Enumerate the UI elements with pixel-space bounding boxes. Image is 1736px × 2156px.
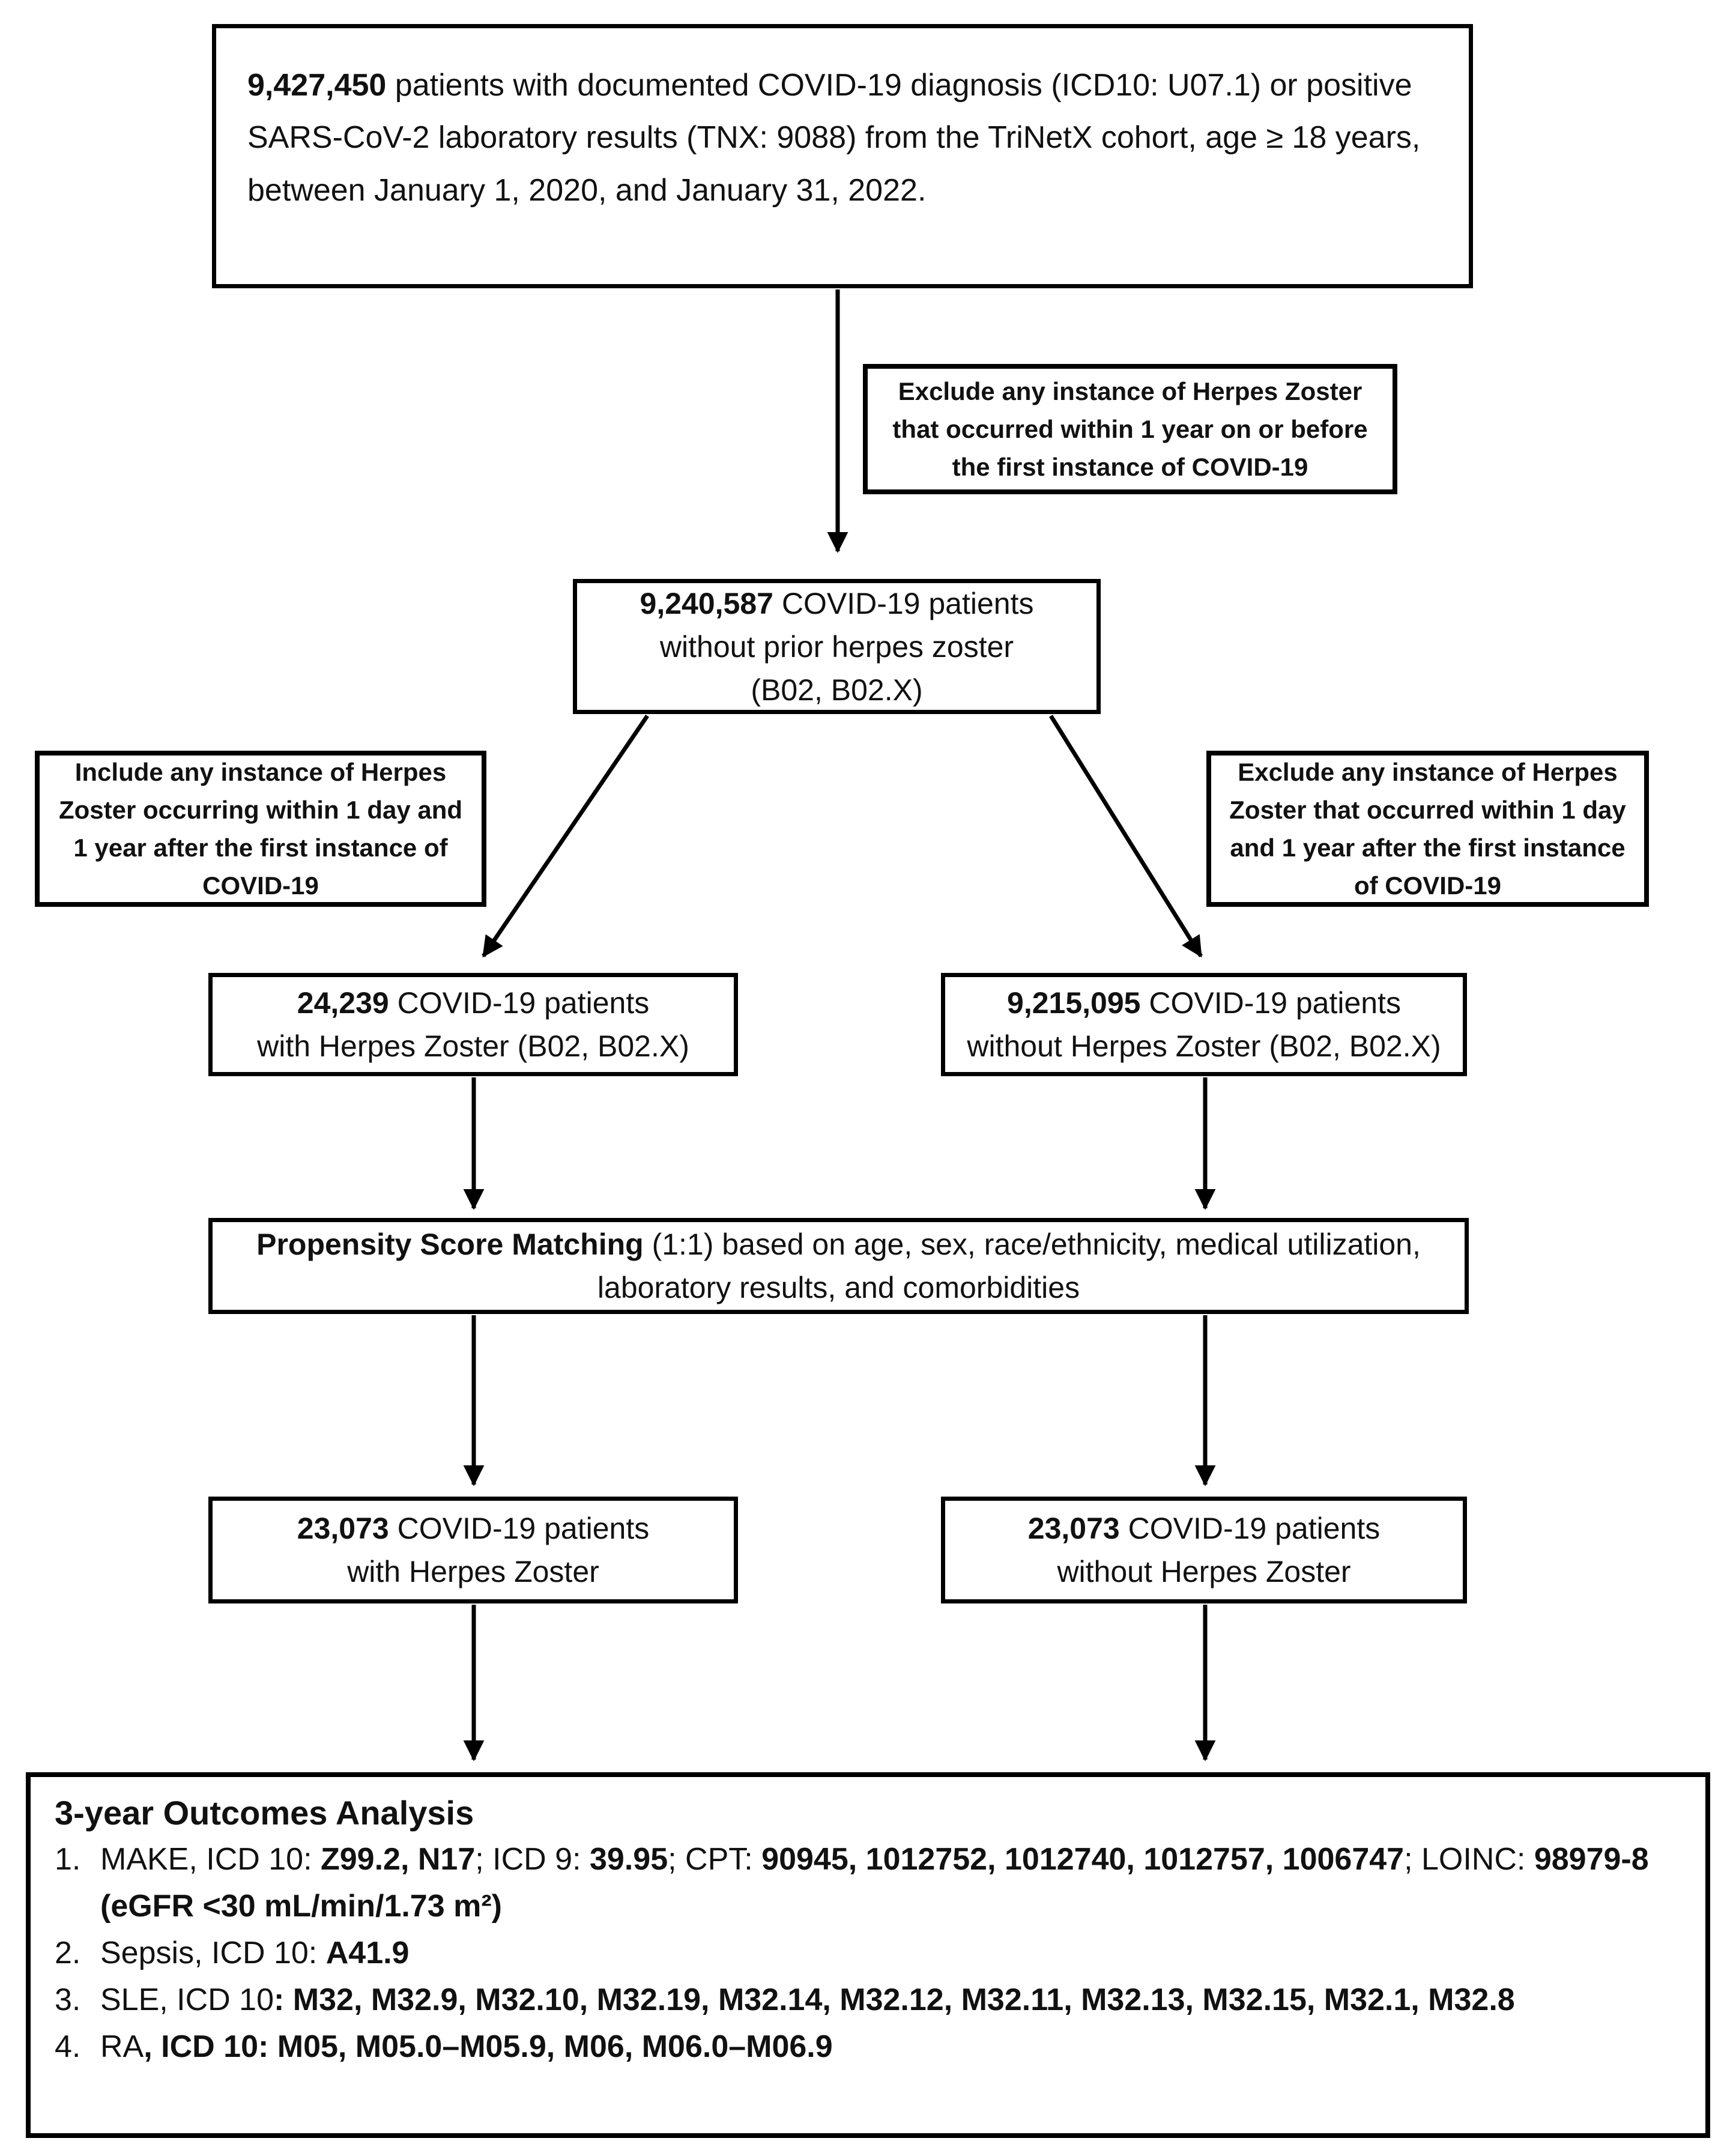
hz-count: 24,239 xyxy=(297,986,389,1020)
no-hz-cohort-box: 9,215,095 COVID-19 patients without Herp… xyxy=(941,973,1467,1076)
matched-hz-line2: with Herpes Zoster xyxy=(347,1555,599,1588)
cohort-box: 9,427,450 patients with documented COVID… xyxy=(212,24,1473,288)
arrow-noprior-to-nohz xyxy=(1049,715,1203,958)
matched-hz-count: 23,073 xyxy=(297,1512,389,1545)
matched-hz-box: 23,073 COVID-19 patients with Herpes Zos… xyxy=(208,1497,738,1603)
outcome-item-number: 4. xyxy=(55,2029,81,2064)
hz-cohort-box: 24,239 COVID-19 patients with Herpes Zos… xyxy=(208,973,738,1076)
outcome-item-number: 3. xyxy=(55,1982,81,2017)
psm-title: Propensity Score Matching xyxy=(256,1228,644,1261)
psm-box: Propensity Score Matching (1:1) based on… xyxy=(208,1218,1469,1314)
outcome-item-ra: 4. RA, ICD 10: M05, M05.0–M05.9, M06, M0… xyxy=(55,2023,1681,2070)
outcome-item-number: 2. xyxy=(55,1935,81,1970)
exclude-prior-note-box: Exclude any instance of Herpes Zoster th… xyxy=(863,364,1397,494)
no-prior-hz-box: 9,240,587 COVID-19 patients without prio… xyxy=(573,579,1101,714)
no-prior-line3: (B02, B02.X) xyxy=(751,673,923,707)
matched-no-hz-box: 23,073 COVID-19 patients without Herpes … xyxy=(941,1497,1467,1603)
no-hz-line2: without Herpes Zoster (B02, B02.X) xyxy=(967,1029,1441,1063)
outcome-item-number: 1. xyxy=(55,1841,81,1877)
outcome-item-sepsis: 2. Sepsis, ICD 10: A41.9 xyxy=(55,1930,1681,1976)
hz-line2: with Herpes Zoster (B02, B02.X) xyxy=(257,1029,689,1063)
cohort-count: 9,427,450 xyxy=(247,68,387,103)
outcomes-heading: 3-year Outcomes Analysis xyxy=(55,1794,474,1832)
outcome-item-sle: 3. SLE, ICD 10: M32, M32.9, M32.10, M32.… xyxy=(55,1976,1681,2023)
no-prior-line2: without prior herpes zoster xyxy=(659,629,1014,664)
arrow-noprior-to-hz xyxy=(482,715,649,958)
outcomes-box: 3-year Outcomes Analysis 1. MAKE, ICD 10… xyxy=(26,1772,1710,2138)
exclude-prior-note-text: Exclude any instance of Herpes Zoster th… xyxy=(892,377,1368,481)
no-prior-count: 9,240,587 xyxy=(640,586,773,620)
no-hz-count: 9,215,095 xyxy=(1007,986,1141,1020)
include-note-text: Include any instance of Herpes Zoster oc… xyxy=(58,758,463,900)
matched-no-hz-line2: without Herpes Zoster xyxy=(1057,1555,1351,1588)
outcome-item-make: 1. MAKE, ICD 10: Z99.2, N17; ICD 9: 39.9… xyxy=(55,1836,1681,1930)
include-note-box: Include any instance of Herpes Zoster oc… xyxy=(35,751,486,907)
cohort-text: patients with documented COVID-19 diagno… xyxy=(247,68,1421,208)
matched-no-hz-count: 23,073 xyxy=(1027,1512,1120,1545)
psm-text: (1:1) based on age, sex, race/ethnicity,… xyxy=(597,1228,1421,1304)
exclude-note-box: Exclude any instance of Herpes Zoster th… xyxy=(1206,751,1649,907)
exclude-note-text: Exclude any instance of Herpes Zoster th… xyxy=(1229,758,1626,900)
